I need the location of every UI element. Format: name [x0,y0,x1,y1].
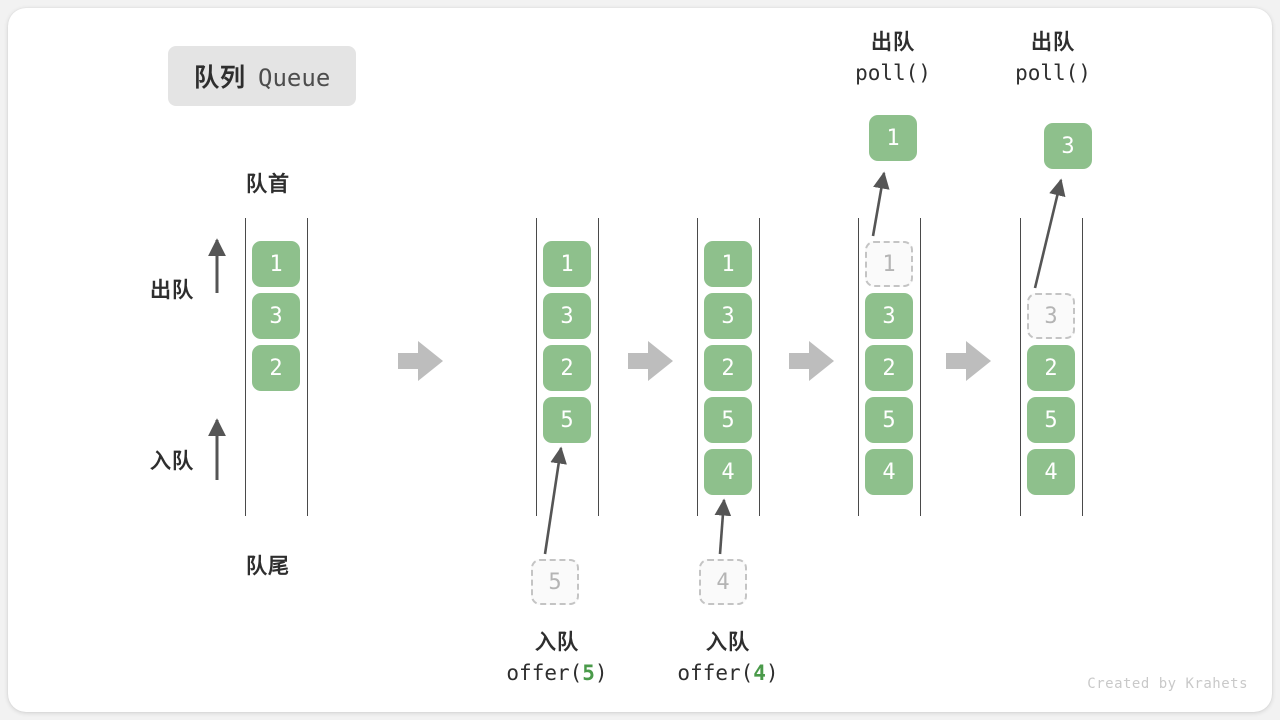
caption-code-prefix: poll( [1015,61,1079,86]
rail-left-col4 [858,218,859,516]
queue-cell: 3 [543,293,591,339]
poll-1-transfer-arrow [871,171,890,237]
caption-code: offer(5) [477,658,637,688]
polled-cell: 3 [1044,123,1092,169]
queue-cell: 3 [704,293,752,339]
queue-cell: 2 [252,345,300,391]
queue-cell: 1 [543,241,591,287]
caption-code-prefix: offer( [677,661,754,686]
queue-tail-label: 队尾 [246,555,290,578]
rail-right-col5 [1082,218,1083,516]
step-arrow-1 [398,341,443,381]
queue-cell: 2 [865,345,913,391]
rail-right-col2 [598,218,599,516]
outgoing-ghost-cell: 1 [865,241,913,287]
queue-cell: 5 [865,397,913,443]
queue-cell: 1 [704,241,752,287]
caption-cn: 入队 [535,631,579,654]
caption-code-num: 5 [582,661,595,686]
queue-cell: 5 [704,397,752,443]
caption-poll-3: 出队 poll() [973,28,1133,89]
step-arrow-2 [628,341,673,381]
caption-code-prefix: offer( [506,661,583,686]
rail-right-col1 [307,218,308,516]
caption-code-suffix: ) [1078,61,1091,86]
queue-cell: 1 [252,241,300,287]
queue-head-label: 队首 [246,173,290,196]
queue-cell: 2 [1027,345,1075,391]
caption-code-prefix: poll( [855,61,919,86]
caption-offer-5: 入队 offer(5) [477,628,637,689]
caption-code: poll() [813,58,973,88]
title-badge: 队列 Queue [168,46,357,106]
queue-cell: 2 [704,345,752,391]
rail-right-col3 [759,218,760,516]
caption-code-suffix: ) [594,661,608,686]
caption-code: poll() [973,58,1133,88]
offer-4-transfer-arrow [714,498,732,555]
step-arrow-4 [946,341,991,381]
queue-cell: 2 [543,345,591,391]
incoming-ghost-cell: 4 [699,559,747,605]
diagram-canvas: 队列 Queue 队首 队尾 出队 入队 1 3 2 1 3 2 5 5 入队 … [8,8,1272,712]
step-arrow-3 [789,341,834,381]
queue-cell: 4 [704,449,752,495]
caption-code-suffix: ) [918,61,931,86]
queue-cell: 3 [865,293,913,339]
polled-cell: 1 [869,115,917,161]
enqueue-axis-label: 入队 [150,450,194,473]
poll-3-transfer-arrow [1033,178,1066,289]
rail-right-col4 [920,218,921,516]
queue-cell: 4 [1027,449,1075,495]
queue-cell: 5 [543,397,591,443]
dequeue-axis-label: 出队 [150,279,194,302]
queue-cell: 4 [865,449,913,495]
queue-cell: 5 [1027,397,1075,443]
caption-code-suffix: ) [765,661,779,686]
queue-cell: 3 [252,293,300,339]
caption-poll-1: 出队 poll() [813,28,973,89]
rail-left-col5 [1020,218,1021,516]
outgoing-ghost-cell: 3 [1027,293,1075,339]
title-cn: 队列 [194,64,247,92]
rail-left-col2 [536,218,537,516]
caption-offer-4: 入队 offer(4) [648,628,808,689]
offer-5-transfer-arrow [543,446,567,555]
caption-cn: 入队 [706,631,750,654]
credit-text: Created by Krahets [1087,676,1248,692]
caption-cn: 出队 [1031,31,1075,54]
caption-code: offer(4) [648,658,808,688]
rail-left-col3 [697,218,698,516]
title-en: Queue [258,64,331,92]
incoming-ghost-cell: 5 [531,559,579,605]
rail-left-col1 [245,218,246,516]
caption-cn: 出队 [871,31,915,54]
caption-code-num: 4 [753,661,766,686]
